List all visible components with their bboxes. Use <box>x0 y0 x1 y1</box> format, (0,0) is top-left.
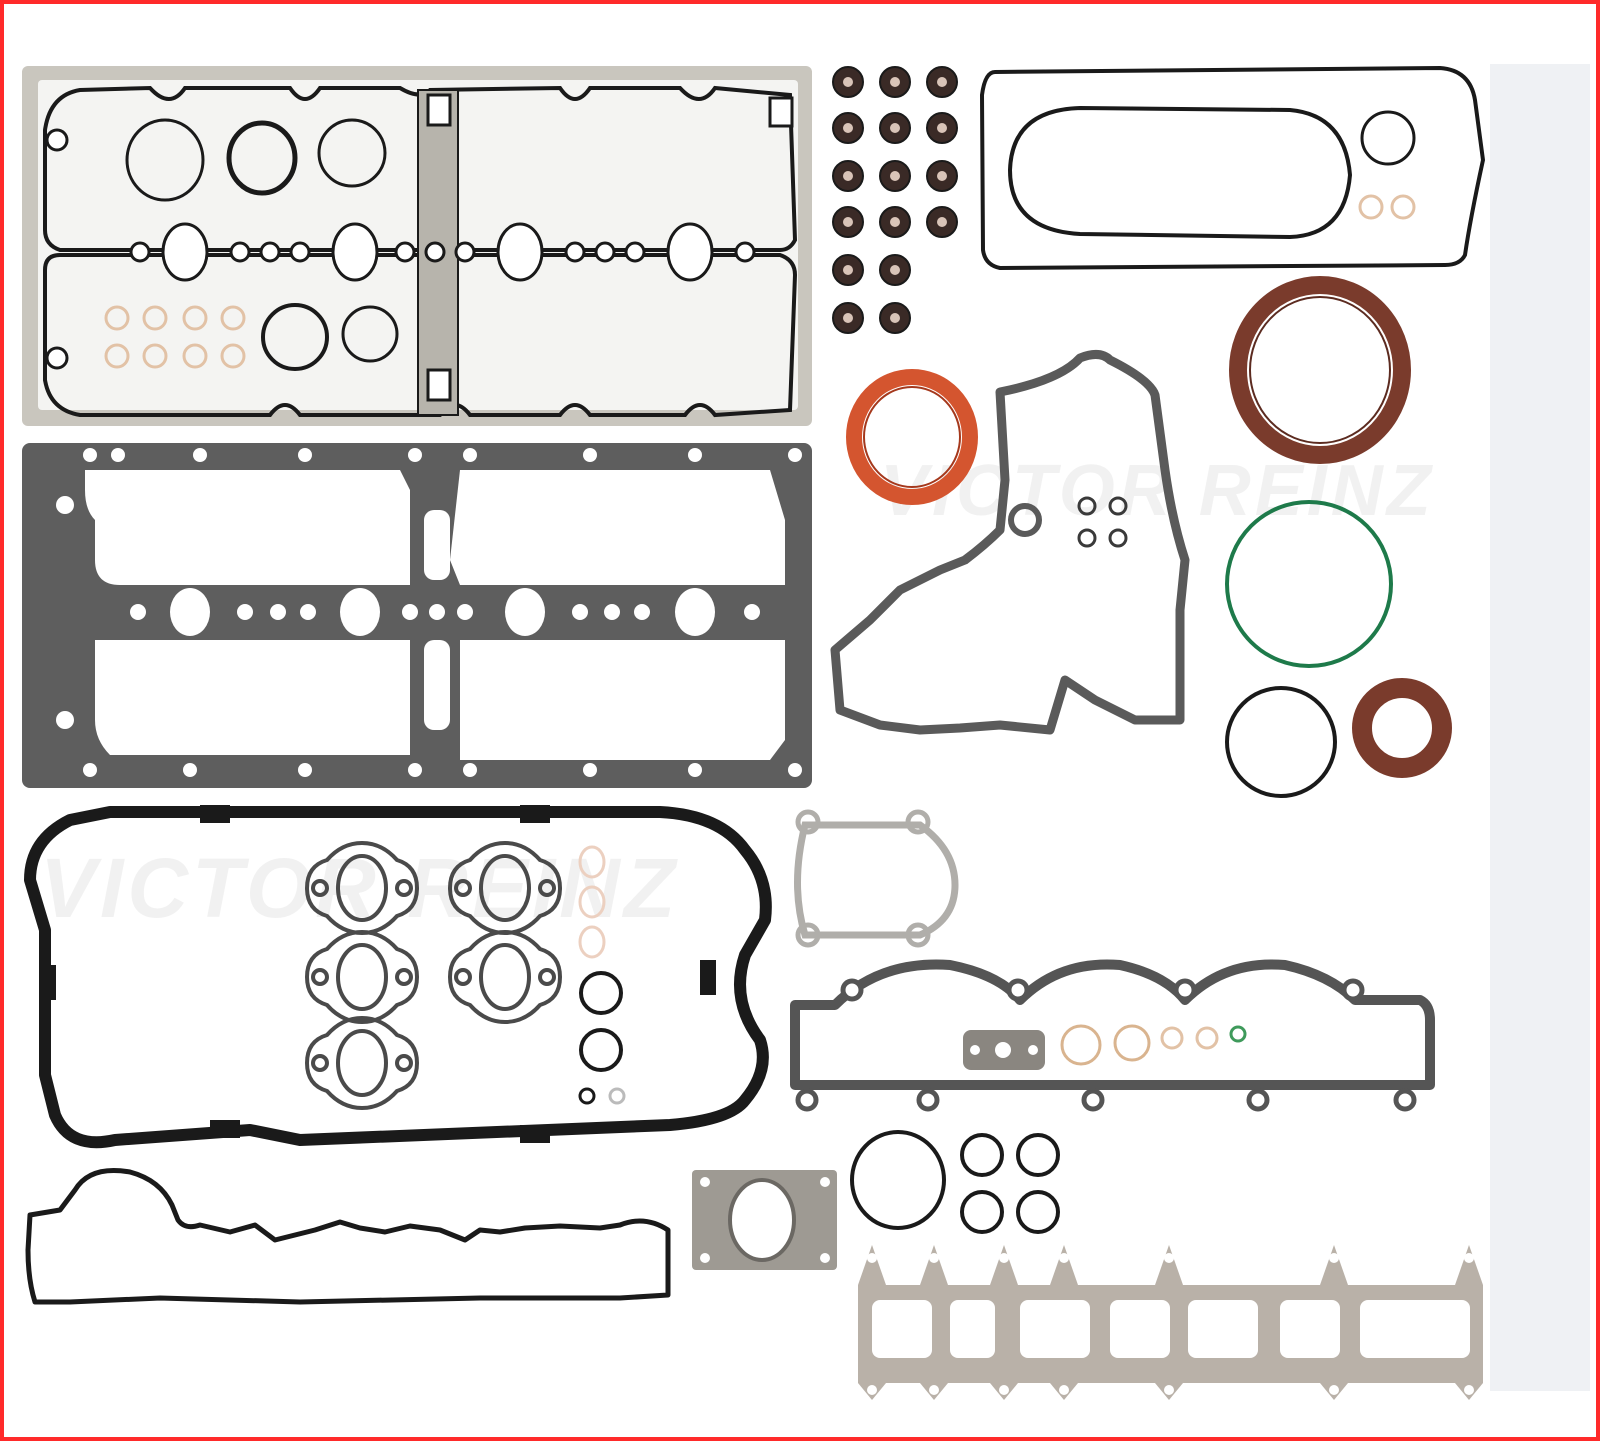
brown-seal-small <box>1352 678 1452 778</box>
green-oring-large <box>1225 500 1393 668</box>
turbo-gasket <box>794 809 959 948</box>
egr-gaskets <box>304 840 563 1111</box>
front-crank-seal <box>846 369 978 505</box>
lower-sump-gasket <box>25 1167 671 1305</box>
rear-crank-seal <box>1229 276 1411 464</box>
orings-group <box>850 1130 1060 1234</box>
timing-cover-washers <box>1077 496 1128 548</box>
side-panel-background <box>1490 64 1590 1391</box>
timing-cover-gasket <box>830 350 1190 735</box>
intake-manifold-gasket <box>790 959 1435 1112</box>
valve-cover-gasket-upper <box>22 66 812 426</box>
throttle-body-gasket <box>692 1170 837 1270</box>
cylinder-head-gasket <box>22 443 812 788</box>
black-oring-medium <box>1225 686 1337 798</box>
oil-pan-gasket <box>24 805 772 1149</box>
exhaust-manifold-gasket <box>858 1245 1483 1400</box>
rocker-cover-gasket <box>979 65 1486 271</box>
egr-sealing-rings <box>578 845 626 1105</box>
valve-stem-seals <box>832 66 958 334</box>
